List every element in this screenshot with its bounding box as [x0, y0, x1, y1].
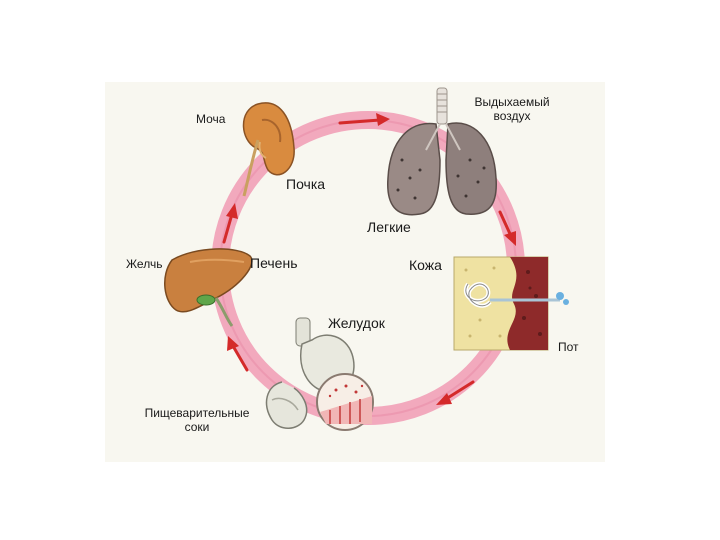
label-skin: Кожа — [409, 257, 442, 273]
arrow-lungs-to-skin — [498, 210, 516, 246]
label-digestive-juices-line1: Пищеварительные — [144, 406, 250, 420]
label-digestive-juices-line2: соки — [184, 419, 210, 434]
label-kidney: Почка — [286, 176, 326, 192]
label-liver: Печень — [250, 255, 298, 271]
arrow-liver-to-kidney — [222, 203, 238, 244]
label-stomach: Желудок — [328, 315, 385, 331]
label-exhaled-air-line2: воздух — [493, 108, 531, 123]
kidney-icon — [242, 102, 295, 197]
arrow-kidney-to-lungs — [338, 113, 390, 126]
label-exhaled-air: Выдыхаемый воздух — [470, 95, 554, 124]
skin-section-icon — [453, 256, 569, 351]
label-sweat: Пот — [558, 340, 579, 354]
label-bile: Желчь — [126, 257, 163, 271]
lungs-icon — [387, 87, 497, 216]
arrow-skin-to-stomach — [436, 380, 475, 405]
label-urine: Моча — [196, 112, 226, 126]
label-digestive-juices: Пищеварительные соки — [140, 406, 254, 435]
liver-icon — [164, 248, 253, 327]
stomach-icon — [265, 317, 374, 431]
label-exhaled-air-line1: Выдыхаемый — [474, 95, 550, 109]
arrow-stomach-to-liver — [227, 336, 249, 372]
label-lungs: Легкие — [367, 219, 411, 235]
